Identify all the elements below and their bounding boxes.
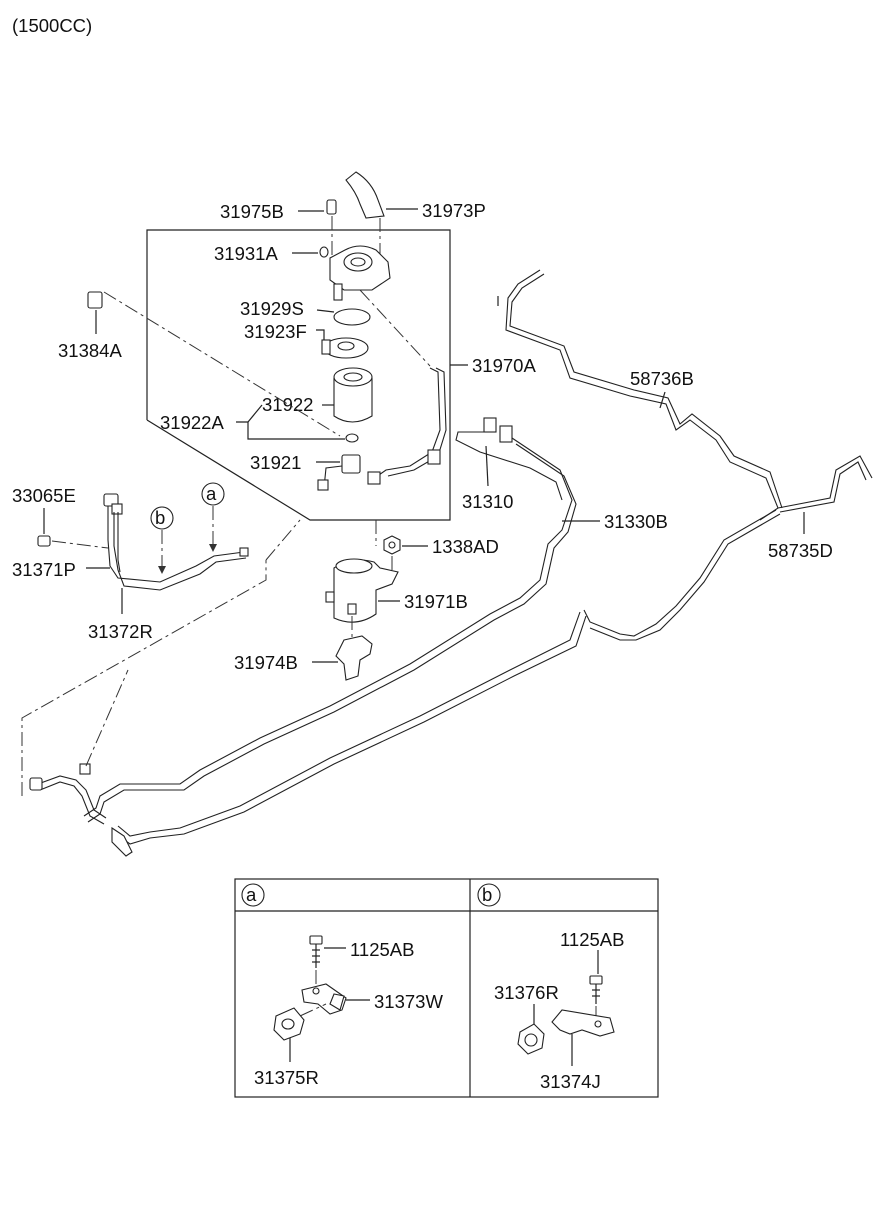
part-1338AD-nut[interactable] [383,535,428,572]
part-31974B-bracket[interactable] [312,616,373,681]
label-31975B: 31975B [220,201,284,222]
engine-displacement-note: (1500CC) [12,15,92,36]
label-31971B: 31971B [404,591,468,612]
label-31931A: 31931A [214,243,278,264]
part-31384A-clip[interactable] [87,291,341,437]
part-31931A-seal[interactable] [292,246,329,258]
part-31971B-filter-bracket[interactable] [325,558,400,623]
fuel-return-line[interactable] [111,611,587,857]
label-31330B: 31330B [604,511,668,532]
detail-b-header-text: b [482,884,492,905]
detail-a-bracket-31373W[interactable] [299,983,370,1017]
label-31310: 31310 [462,491,513,512]
detail-b-bolt-label: 1125AB [560,929,624,950]
label-31384A: 31384A [58,340,122,361]
fuel-filter-head[interactable] [329,245,391,301]
detail-a-bolt-label: 1125AB [350,939,414,960]
detail-b-bracket-31374J[interactable] [551,1009,615,1066]
detail-b-clip-31376R[interactable] [517,1004,545,1055]
label-31923F: 31923F [244,321,307,342]
part-31330B-fuel-feed-line[interactable] [83,437,600,823]
label-31974B: 31974B [234,652,298,673]
label-31922A: 31922A [160,412,224,433]
callout-a-text: a [206,483,217,504]
detail-a-header: a [241,883,265,907]
label-31970A: 31970A [472,355,536,376]
detail-table [234,878,659,1098]
part-31970A-fuel-tube[interactable] [359,289,468,485]
fuel-filter-assembly-frame [146,229,451,521]
label-1338AD: 1338AD [432,536,499,557]
front-line-connectors[interactable] [29,763,107,825]
part-58736B-brake-tube[interactable] [497,269,783,521]
callout-b[interactable]: b [150,506,174,574]
detail-a-clip-label: 31375R [254,1067,319,1088]
part-31975B-bleed-screw[interactable] [298,199,337,256]
label-31921: 31921 [250,452,301,473]
label-31973P: 31973P [422,200,486,221]
detail-a-clip-31375R[interactable] [273,1007,305,1062]
part-31929S-o-ring[interactable] [316,308,371,326]
label-33065E: 33065E [12,485,76,506]
detail-a-bracket-label: 31373W [374,991,443,1012]
detail-b-header: b [477,883,501,907]
label-58735D: 58735D [768,540,833,561]
label-31922: 31922 [262,394,313,415]
part-31923F-filter-plate[interactable] [316,329,369,359]
label-58736B: 58736B [630,368,694,389]
reference-lines [21,519,377,796]
part-31922-fuel-filter[interactable] [322,367,373,423]
part-33065E-plug[interactable] [37,508,109,549]
part-31310-fuel-hose[interactable] [455,417,563,501]
detail-b-clip-label: 31376R [494,982,559,1003]
detail-a-header-text: a [246,884,257,905]
part-31921-water-sensor[interactable] [316,454,361,491]
callout-b-text: b [155,507,165,528]
label-31929S: 31929S [240,298,304,319]
part-31371P-fuel-tube[interactable] [86,493,249,591]
part-31973P-bracket[interactable] [345,171,418,266]
detail-b-bracket-label: 31374J [540,1071,601,1092]
detail-a-bolt-1125AB[interactable] [309,935,346,986]
callout-a[interactable]: a [201,482,225,552]
label-31371P: 31371P [12,559,76,580]
part-31922A-seal[interactable] [236,404,359,443]
detail-b-bolt-1125AB[interactable] [589,950,603,1018]
label-31372R: 31372R [88,621,153,642]
part-58735D-brake-tube[interactable] [583,455,873,641]
